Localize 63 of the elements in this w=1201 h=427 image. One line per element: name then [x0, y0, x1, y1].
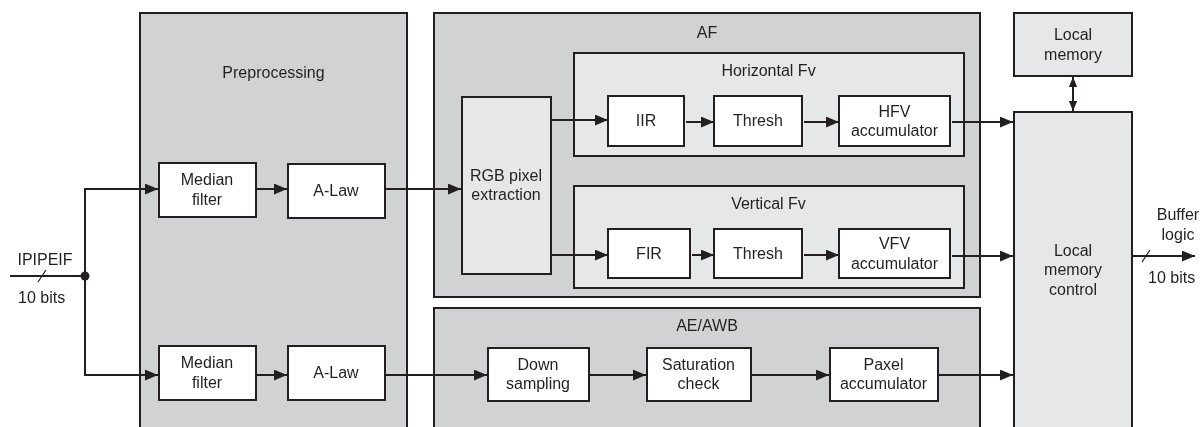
block-title: Vertical Fv — [731, 194, 806, 213]
arrow — [751, 369, 830, 381]
box-label: RGB pixel extraction — [469, 165, 543, 205]
sub-block-panel — [572, 184, 965, 289]
block-panel — [139, 12, 408, 427]
process-box — [157, 161, 257, 218]
arrow — [691, 249, 715, 261]
double-arrow — [1068, 76, 1078, 112]
bus-width: 10 bits — [1148, 268, 1196, 288]
process-box — [157, 344, 257, 401]
process-box — [838, 95, 951, 147]
box-label: Paxel accumulator — [838, 354, 929, 394]
sub-block-panel — [572, 51, 965, 157]
arrow — [685, 116, 715, 128]
box-label: IIR — [635, 111, 657, 131]
process-box — [607, 95, 685, 147]
box-label: A-Law — [313, 362, 359, 383]
box-label: Thresh — [733, 111, 783, 131]
arrow — [589, 369, 647, 381]
process-box — [460, 95, 552, 275]
arrow — [951, 116, 1014, 128]
arrow — [256, 183, 288, 195]
arrow — [951, 250, 1014, 262]
block-title: AE/AWB — [676, 317, 738, 335]
arrow — [938, 369, 1014, 381]
bus-width: 10 bits — [18, 288, 66, 308]
box-label: Median filter — [179, 170, 235, 209]
block-title: AF — [696, 24, 718, 42]
process-box — [286, 344, 386, 401]
arrow — [803, 249, 840, 261]
box-label: Local memory — [1043, 25, 1103, 64]
box-label: FIR — [636, 243, 662, 264]
process-box — [286, 162, 386, 219]
box-label: Local memory control — [1043, 241, 1103, 299]
process-box — [1013, 111, 1133, 427]
process-box — [486, 346, 590, 402]
process-box — [838, 228, 951, 279]
box-label: Median filter — [179, 353, 235, 392]
box-label: VFV accumulator — [849, 234, 940, 273]
process-box — [645, 346, 752, 402]
arrow — [803, 116, 840, 128]
box-label: Down sampling — [505, 354, 571, 394]
arrow — [551, 249, 609, 261]
block-panel — [433, 307, 981, 427]
process-box — [607, 228, 691, 279]
arrow — [385, 183, 462, 195]
arrow — [551, 114, 609, 126]
block-title: Preprocessing — [222, 64, 325, 82]
process-box — [828, 346, 939, 402]
process-box — [1013, 12, 1133, 77]
process-box — [713, 95, 803, 147]
arrow — [1132, 250, 1196, 262]
signal-name: Buffer logic — [1155, 205, 1201, 245]
box-label: Thresh — [733, 243, 783, 264]
signal-name: IPIPEIF — [17, 250, 73, 270]
arrow — [256, 369, 288, 381]
process-box — [713, 228, 803, 279]
block-title: Horizontal Fv — [721, 61, 816, 80]
box-label: Saturation check — [661, 354, 736, 394]
block-panel — [433, 12, 981, 298]
box-label: HFV accumulator — [849, 101, 940, 141]
box-label: A-Law — [313, 180, 359, 201]
arrow — [385, 369, 488, 381]
